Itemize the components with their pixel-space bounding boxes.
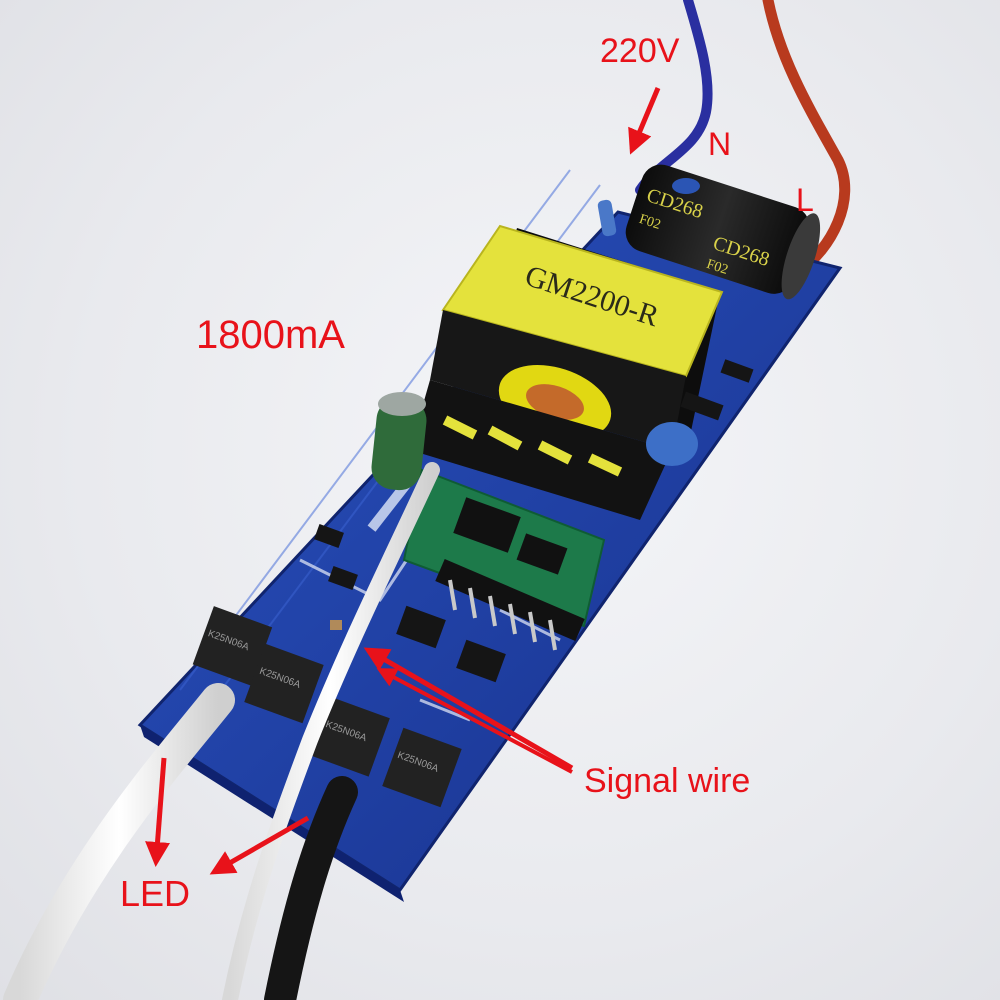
- arrow-led-2: [209, 815, 310, 875]
- label-neutral: N: [708, 126, 732, 162]
- label-current: 1800mA: [196, 313, 345, 357]
- label-220v: 220V: [600, 32, 680, 70]
- label-signal-wire: Signal wire: [584, 762, 751, 800]
- label-live: L: [796, 182, 814, 218]
- output-wires: [3, 462, 440, 1000]
- arrow-signal-wire-2: [376, 668, 573, 774]
- capacitor-sub-marking-1: F02: [637, 212, 662, 233]
- y-capacitor: [646, 422, 698, 466]
- transformer: GM2200-R: [410, 224, 724, 520]
- led-wire-black: [264, 776, 358, 1000]
- arrow-signal-wire-1: [363, 647, 574, 771]
- annotation-arrows: [145, 87, 661, 875]
- label-led: LED: [120, 873, 191, 914]
- bulk-capacitors: CD268 F02 CD268 F02: [597, 164, 821, 300]
- mosfet-group: K25N06A K25N06A K25N06A K25N06A: [192, 359, 754, 808]
- neutral-wire: [635, 0, 713, 195]
- arrow-led-1: [145, 757, 170, 867]
- led-wire-white: [3, 683, 235, 1000]
- signal-wire: [222, 462, 440, 1000]
- arrow-220v: [628, 87, 661, 155]
- output-capacitor: [371, 392, 427, 491]
- live-wire: [762, 0, 851, 276]
- capacitor-sub-marking-2: F02: [705, 257, 730, 278]
